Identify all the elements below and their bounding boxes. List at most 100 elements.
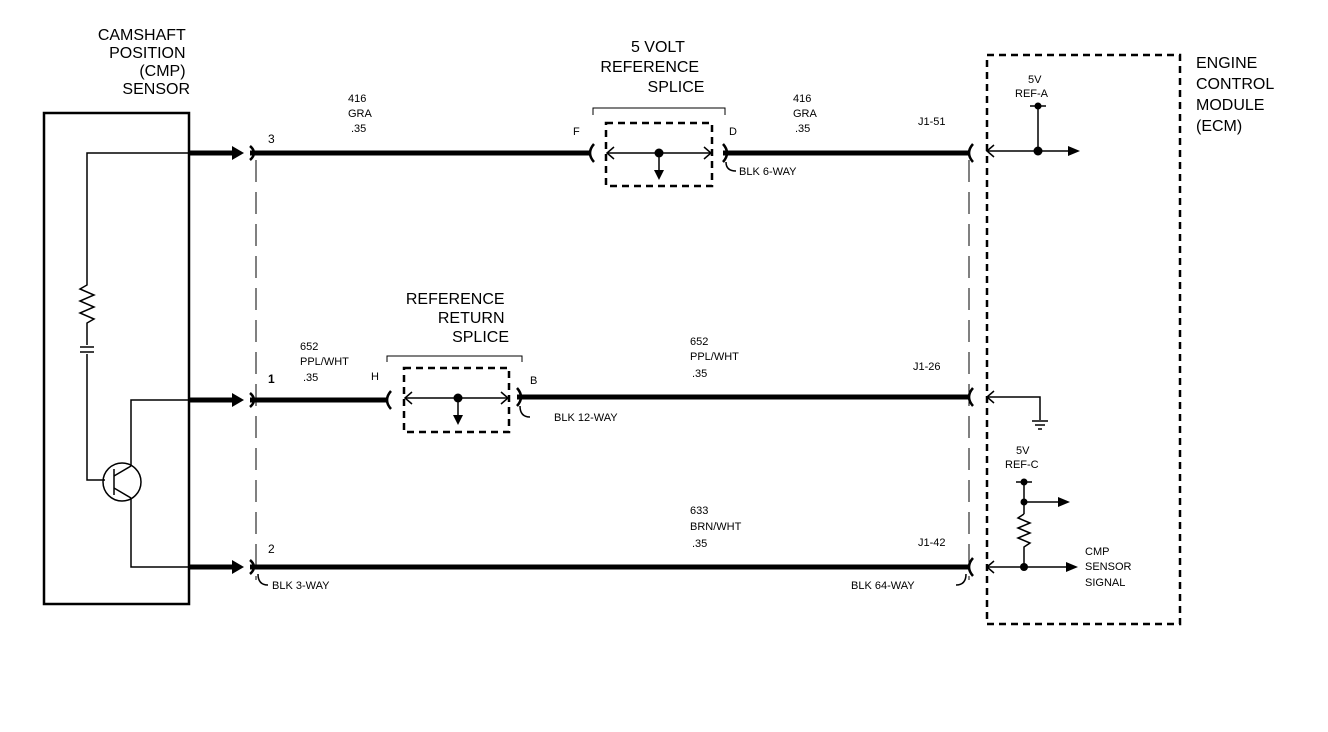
sensor-internal-wire-top xyxy=(86,152,189,280)
wire-416-f-end xyxy=(588,143,595,163)
sensor-internal-wire-collector xyxy=(130,399,189,466)
ecm-ref-a-5v: 5V xyxy=(1028,74,1042,86)
ecm-title-1: ENGINE xyxy=(1196,55,1257,72)
sensor-connector: 3 1 2 BLK 3-WAY xyxy=(189,132,330,592)
sensor-pin-1-arrow-icon xyxy=(232,393,244,407)
ref-return-left-arrow-icon xyxy=(403,391,413,405)
wire-416-right-label: 416 GRA .35 xyxy=(793,93,819,135)
wire-652-right-label: 652 PPL/WHT .35 xyxy=(690,336,742,380)
ecm-title-4: (ECM) xyxy=(1196,118,1242,135)
cmp-sensor-title: CAMSHAFT POSITION (CMP) SENSOR xyxy=(98,27,190,98)
wire-652-left-label: 652 PPL/WHT .35 xyxy=(300,341,352,384)
reference-return-splice: REFERENCE RETURN SPLICE H B BLK 12-WAY xyxy=(371,291,618,434)
ecm-cmp-signal-1: CMP xyxy=(1085,546,1109,558)
ecm-connector-label: BLK 64-WAY xyxy=(851,580,915,592)
ecm-connector-leader xyxy=(955,573,967,586)
ref-return-down-arrow-icon xyxy=(453,415,463,425)
wire-652-left-end xyxy=(249,392,256,408)
wire-652-right-gauge: .35 xyxy=(692,368,707,380)
five-volt-reference-splice: 5 VOLT REFERENCE SPLICE F D BLK 6-WAY xyxy=(573,39,797,188)
wire-652-left-num: 652 xyxy=(300,341,318,353)
ecm-connector: J1-51 J1-26 J1-42 BLK 64-WAY xyxy=(851,116,970,592)
five-volt-left-arrow-icon xyxy=(605,146,615,160)
circuit-633: 633 BRN/WHT .35 xyxy=(249,505,974,577)
ecm-ref-a-label: 5V REF-A xyxy=(1015,74,1049,100)
ecm-title-2: CONTROL xyxy=(1196,76,1274,93)
ecm-title-3: MODULE xyxy=(1196,97,1264,114)
ecm-box xyxy=(985,53,1182,626)
wire-416-right-gauge: .35 xyxy=(795,123,810,135)
ecm-cmp-signal-arrow-icon xyxy=(1066,562,1078,572)
five-volt-title-2: REFERENCE xyxy=(600,59,699,76)
five-volt-right-arrow-icon xyxy=(703,146,713,160)
wire-652-right-color: PPL/WHT xyxy=(690,351,739,363)
wire-633-gauge: .35 xyxy=(692,538,707,550)
sensor-pin-3-label: 3 xyxy=(268,132,275,146)
ref-return-pin-b: B xyxy=(530,375,537,387)
resistor-icon xyxy=(78,280,96,345)
five-volt-pin-d: D xyxy=(729,126,737,138)
wire-652-b-end xyxy=(516,387,523,407)
ecm-ref-c-5v: 5V xyxy=(1016,445,1030,457)
sensor-connector-label: BLK 3-WAY xyxy=(272,580,330,592)
ecm-cmp-signal-3: SIGNAL xyxy=(1085,577,1125,589)
ref-return-splice-title: REFERENCE RETURN SPLICE xyxy=(406,291,509,346)
wire-416-left-gauge: .35 xyxy=(351,123,366,135)
five-volt-connector-leader xyxy=(725,161,737,172)
ref-return-connector-leader xyxy=(519,405,531,418)
sensor-pin-2-label: 2 xyxy=(268,542,275,556)
ref-return-right-arrow-icon xyxy=(500,391,510,405)
ecm-pin51-out-arrow-icon xyxy=(1068,146,1080,156)
wire-416-left-num: 416 xyxy=(348,93,366,105)
cmp-sensor: CAMSHAFT POSITION (CMP) SENSOR xyxy=(42,27,191,606)
ecm-pullup-resistor-icon xyxy=(1016,513,1032,567)
cmp-title-line-3: (CMP) xyxy=(139,63,185,80)
cmp-title-line-1: CAMSHAFT xyxy=(98,27,186,44)
wire-416-left-end xyxy=(249,145,256,161)
five-volt-connector-label: BLK 6-WAY xyxy=(739,166,797,178)
ecm-title: ENGINE CONTROL MODULE (ECM) xyxy=(1196,55,1278,135)
cmp-title-line-4: SENSOR xyxy=(122,81,190,98)
circuit-416: 416 GRA .35 416 GRA .35 xyxy=(249,93,974,163)
ecm-pin-j1-42: J1-42 xyxy=(918,537,946,549)
ref-return-connector-label: BLK 12-WAY xyxy=(554,412,618,424)
ref-return-splice-box xyxy=(402,366,511,434)
cmp-sensor-box xyxy=(42,111,191,606)
ecm-cmp-signal-2: SENSOR xyxy=(1085,561,1132,573)
ref-return-title-2: RETURN xyxy=(438,310,505,327)
wire-633-label: 633 BRN/WHT .35 xyxy=(690,505,744,550)
ecm-cmp-signal-label: CMP SENSOR SIGNAL xyxy=(1085,546,1135,589)
ref-return-title-3: SPLICE xyxy=(452,329,509,346)
wire-633-left-end xyxy=(249,559,256,575)
ecm-ref-c-out-arrow-icon xyxy=(1058,497,1070,507)
ecm-pin26-line xyxy=(987,396,1041,420)
ecm-pin-j1-26: J1-26 xyxy=(913,361,941,373)
engine-control-module: ENGINE CONTROL MODULE (ECM) 5V REF-A 5V … xyxy=(985,53,1278,626)
wire-652-h-end xyxy=(385,390,392,410)
wire-652-right-num: 652 xyxy=(690,336,708,348)
wire-633-ecm-end xyxy=(967,557,974,577)
wire-633-color: BRN/WHT xyxy=(690,521,742,533)
wire-633-num: 633 xyxy=(690,505,708,517)
wire-416-right-num: 416 xyxy=(793,93,811,105)
five-volt-splice-title: 5 VOLT REFERENCE SPLICE xyxy=(600,39,704,96)
ecm-ref-a-dot xyxy=(1034,102,1042,110)
ecm-ref-c-label: 5V REF-C xyxy=(1005,445,1039,471)
wire-416-d-end xyxy=(722,143,729,163)
five-volt-title-1: 5 VOLT xyxy=(631,39,685,56)
ecm-pin42-node xyxy=(1020,563,1028,571)
ref-return-bracket xyxy=(386,355,523,362)
wire-416-left-label: 416 GRA .35 xyxy=(348,93,374,135)
sensor-pin-1-label: 1 xyxy=(268,372,275,386)
transistor-icon xyxy=(102,462,142,502)
wire-416-ecm-end xyxy=(967,143,974,163)
five-volt-title-3: SPLICE xyxy=(648,79,705,96)
sensor-pin-3-arrow-icon xyxy=(232,146,244,160)
sensor-internal-wire-mid xyxy=(86,354,105,481)
wire-652-ecm-end xyxy=(967,387,974,407)
ecm-pin-j1-51: J1-51 xyxy=(918,116,946,128)
wire-652-left-color: PPL/WHT xyxy=(300,356,349,368)
cmp-title-line-2: POSITION xyxy=(109,45,185,62)
sensor-pin-2-arrow-icon xyxy=(232,560,244,574)
